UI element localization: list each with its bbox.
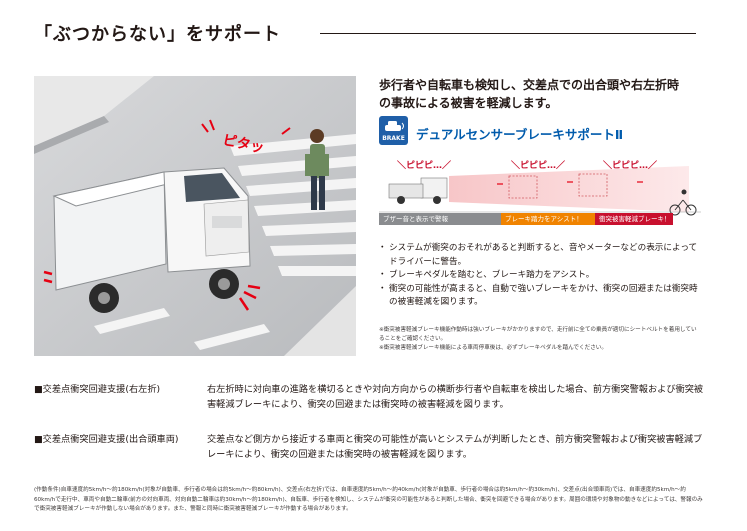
- feature-label: ■交差点衝突回避支援(出合頭車両): [34, 434, 179, 445]
- title-rule: [320, 33, 696, 34]
- pedestrian-graphic: [305, 129, 329, 210]
- hero-illustration: ピタッ: [34, 76, 356, 356]
- badge-label: BRAKE: [382, 135, 405, 142]
- lead-line-2: の事故による被害を軽減します。: [379, 96, 558, 110]
- sequence-graphic: [379, 166, 701, 225]
- lead-line-1: 歩行者や自転車も検知し、交差点での出合頭や右左折時: [379, 78, 680, 92]
- car-sensor-icon: [385, 121, 404, 131]
- beep-label-3: ＼ピピピ…／: [603, 161, 658, 171]
- stage-assist: ブレーキ踏力をアシスト！: [505, 215, 583, 223]
- intro-lead: 歩行者や自転車も検知し、交差点での出合頭や右左折時 の事故による被害を軽減します…: [379, 76, 709, 112]
- feature-title: デュアルセンサーブレーキサポートⅡ: [416, 127, 624, 142]
- feature-description: 交差点など側方から接近する車両と衝突の可能性が高いとシステムが判断したとき、前方…: [207, 434, 703, 460]
- stage-warning: ブザー音と表示で警報: [383, 215, 448, 223]
- brake-badge-icon: BRAKE: [379, 116, 408, 145]
- bullet-item: 衝突の可能性が高まると、自動で強いブレーキをかけ、衝突の回避または衝突時の被害軽…: [378, 283, 701, 310]
- feature-label: ■交差点衝突回避支援(右左折): [34, 384, 161, 395]
- truck-graphic: [43, 167, 261, 313]
- page-title: 「ぶつからない」をサポート: [34, 24, 281, 45]
- operating-conditions: (作動条件)自車速度約5km/h～約180km/h(対象が自動車、歩行者の場合は…: [34, 487, 703, 513]
- brake-sequence-diagram: ＼ピピピ…／ ＼ピピピ…／ ＼ピピピ…／ ブザー音と表示で警報 ブレーキ踏力をア…: [379, 152, 701, 232]
- caution-notes: ※衝突被害軽減ブレーキ機能作動時は強いブレーキがかかりますので、走行前に全ての乗…: [379, 326, 701, 353]
- beep-label-1: ＼ピピピ…／: [397, 161, 452, 171]
- feature-description: 右左折時に対向車の進路を横切るときや対向方向からの横断歩行者や自転車を検出した場…: [207, 384, 704, 410]
- beep-label-2: ＼ピピピ…／: [511, 161, 566, 171]
- stage-brake: 衝突被害軽減ブレーキ！: [599, 215, 671, 223]
- note-item: ※衝突被害軽減ブレーキ機能による車両停車後は、必ずブレーキペダルを踏んでください…: [379, 345, 607, 351]
- note-item: ※衝突被害軽減ブレーキ機能作動時は強いブレーキがかかりますので、走行前に全ての乗…: [379, 327, 697, 342]
- bullet-item: システムが衝突のおそれがあると判断すると、音やメーターなどの表示によってドライバ…: [378, 242, 701, 269]
- bullet-item: ブレーキペダルを踏むと、ブレーキ踏力をアシスト。: [378, 269, 701, 283]
- feature-bullets: システムが衝突のおそれがあると判断すると、音やメーターなどの表示によってドライバ…: [378, 242, 701, 310]
- intersection-scene: ピタッ: [34, 76, 356, 356]
